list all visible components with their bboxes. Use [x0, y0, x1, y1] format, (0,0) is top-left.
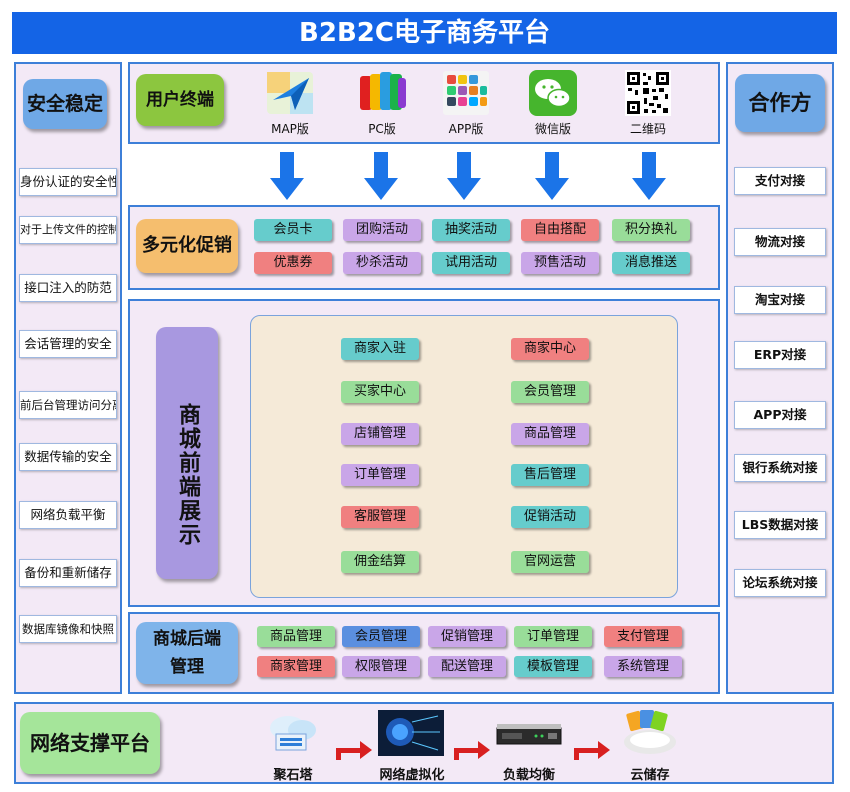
storefront-label: 商城前端展示	[156, 327, 218, 579]
arrow-down-icon	[447, 152, 481, 200]
partner-item: ERP对接	[734, 341, 826, 369]
partner-item: 淘宝对接	[734, 286, 826, 314]
promo-tile: 预售活动	[521, 252, 599, 274]
network-label: 网络支撑平台	[20, 712, 160, 774]
terminal-caption: PC版	[368, 122, 396, 136]
cloud-storage-icon	[620, 710, 680, 756]
backend-label: 商城后端管理	[136, 622, 238, 684]
partner-item: 论坛系统对接	[734, 569, 826, 597]
partner-item: 物流对接	[734, 228, 826, 256]
arrow-down-icon	[535, 152, 569, 200]
storefront-module: 店铺管理	[341, 423, 419, 445]
arrow-down-icon	[632, 152, 666, 200]
storefront-module: 商家入驻	[341, 338, 419, 360]
app-icon	[442, 70, 490, 116]
storefront-module: 买家中心	[341, 381, 419, 403]
arrow-down-icon	[364, 152, 398, 200]
network-step-caption: 聚石塔	[273, 768, 313, 783]
security-item: 接口注入的防范	[19, 274, 117, 302]
security-item: 身份认证的安全性	[19, 168, 117, 196]
security-item: 前后台管理访问分离	[19, 391, 117, 419]
backend-module: 模板管理	[514, 656, 592, 677]
network-step-caption: 负载均衡	[502, 768, 555, 783]
storefront-module: 商品管理	[511, 423, 589, 445]
backend-module: 权限管理	[342, 656, 420, 677]
storefront-panel: 商城前端展示 商家入驻买家中心店铺管理订单管理客服管理佣金结算商家中心会员管理商…	[128, 299, 720, 607]
backend-module: 支付管理	[604, 626, 682, 647]
security-item: 对于上传文件的控制	[19, 216, 117, 244]
promo-tile: 秒杀活动	[343, 252, 421, 274]
terminal-caption: 微信版	[534, 122, 571, 136]
backend-label-text: 商城后端管理	[153, 629, 221, 677]
load-balancer-icon	[496, 722, 562, 748]
pc-icon	[358, 70, 408, 116]
promo-tile: 会员卡	[254, 219, 332, 241]
storefront-module: 官网运营	[511, 551, 589, 573]
user-terminal-panel: 用户终端 MAP版 PC版	[128, 62, 720, 144]
partner-item: 银行系统对接	[734, 454, 826, 482]
promotion-panel: 多元化促销 会员卡团购活动抽奖活动自由搭配积分换礼优惠券秒杀活动试用活动预售活动…	[128, 205, 720, 290]
promo-tile: 试用活动	[432, 252, 510, 274]
promo-tile: 自由搭配	[521, 219, 599, 241]
arrow-down-icon	[270, 152, 304, 200]
backend-module: 商品管理	[257, 626, 335, 647]
backend-module: 系统管理	[604, 656, 682, 677]
security-item: 备份和重新储存	[19, 559, 117, 587]
partner-item: APP对接	[734, 401, 826, 429]
backend-module: 商家管理	[257, 656, 335, 677]
promo-tile: 消息推送	[612, 252, 690, 274]
promotion-label: 多元化促销	[136, 219, 238, 273]
partner-item: LBS数据对接	[734, 511, 826, 539]
security-header: 安全稳定	[23, 79, 107, 129]
storefront-module: 客服管理	[341, 506, 419, 528]
virtualization-icon	[378, 710, 444, 756]
promo-tile: 优惠券	[254, 252, 332, 274]
left-column-security: 安全稳定 身份认证的安全性 对于上传文件的控制 接口注入的防范 会话管理的安全 …	[14, 62, 122, 694]
right-column-partners: 合作方 支付对接 物流对接 淘宝对接 ERP对接 APP对接 银行系统对接 LB…	[726, 62, 834, 694]
partner-item: 支付对接	[734, 167, 826, 195]
backend-panel: 商城后端管理 商品管理会员管理促销管理订单管理支付管理商家管理权限管理配送管理模…	[128, 612, 720, 694]
terminal-caption: APP版	[448, 122, 484, 136]
backend-module: 促销管理	[428, 626, 506, 647]
backend-module: 订单管理	[514, 626, 592, 647]
qrcode-icon	[625, 70, 671, 116]
network-step-caption: 云储存	[630, 768, 670, 783]
security-item: 数据传输的安全	[19, 443, 117, 471]
map-icon	[265, 70, 315, 116]
backend-module: 配送管理	[428, 656, 506, 677]
network-step-caption: 网络虚拟化	[379, 768, 445, 783]
security-item: 会话管理的安全	[19, 330, 117, 358]
red-arrow-icon	[334, 738, 374, 762]
security-item: 网络负载平衡	[19, 501, 117, 529]
terminal-caption: MAP版	[271, 122, 309, 136]
security-item: 数据库镜像和快照	[19, 615, 117, 643]
storefront-modules-box: 商家入驻买家中心店铺管理订单管理客服管理佣金结算 商家中心会员管理商品管理售后管理…	[250, 315, 678, 598]
promo-tile: 抽奖活动	[432, 219, 510, 241]
storefront-module: 会员管理	[511, 381, 589, 403]
storefront-module: 佣金结算	[341, 551, 419, 573]
red-arrow-icon	[452, 738, 492, 762]
storefront-module: 售后管理	[511, 464, 589, 486]
promo-tile: 团购活动	[343, 219, 421, 241]
red-arrow-icon	[572, 738, 612, 762]
network-panel: 网络支撑平台 聚石塔 网络虚拟化	[14, 702, 834, 784]
storefront-module: 促销活动	[511, 506, 589, 528]
storefront-module: 订单管理	[341, 464, 419, 486]
backend-module: 会员管理	[342, 626, 420, 647]
cloud-server-icon	[266, 712, 320, 754]
wechat-icon	[528, 69, 578, 117]
partners-header: 合作方	[735, 74, 825, 132]
promo-tile: 积分换礼	[612, 219, 690, 241]
page-title: B2B2C电子商务平台	[12, 12, 837, 54]
storefront-module: 商家中心	[511, 338, 589, 360]
terminal-caption: 二维码	[629, 122, 666, 136]
user-terminal-label: 用户终端	[136, 74, 224, 126]
